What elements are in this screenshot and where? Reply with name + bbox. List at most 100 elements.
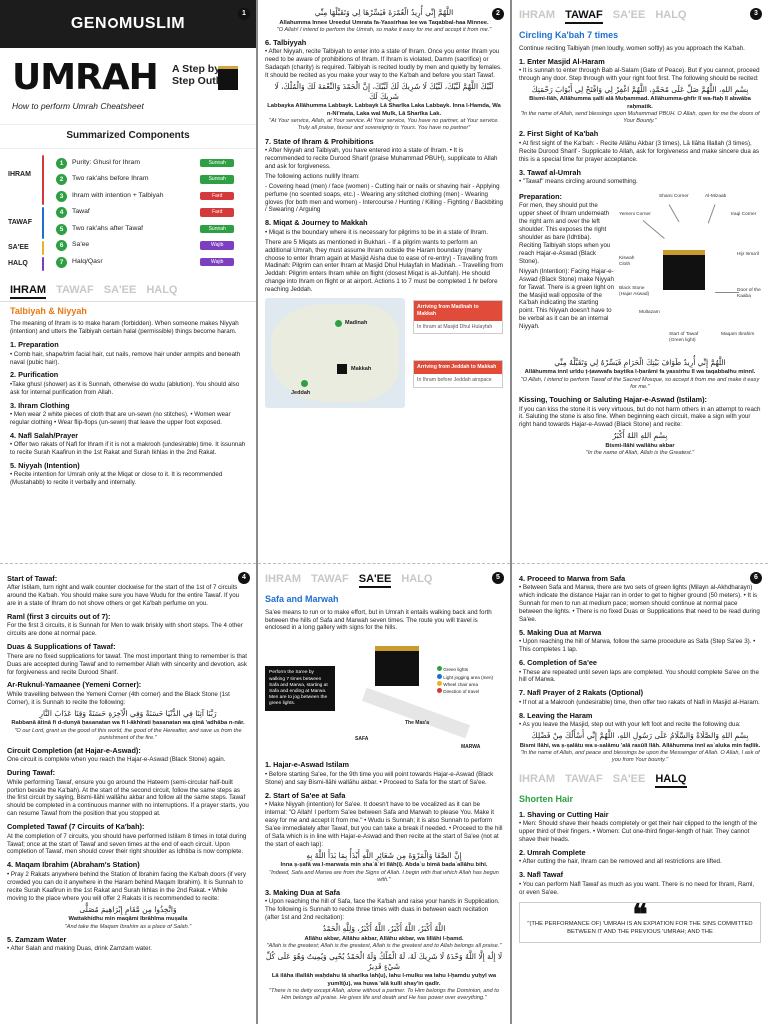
step-text: For men, they should put the upper sheet… (519, 202, 611, 265)
arabic-dua: بِسْمِ اللهِ، اللَّهُمَّ صَلِّ عَلَى مُح… (531, 84, 749, 94)
diagram-legend: Green lights Light jogging area (men) Wh… (437, 666, 493, 695)
transliteration: Bismi-llāh, Allāhumma ṣalli alā Muḥammad… (529, 96, 751, 110)
tab-saee[interactable]: SA'EE (358, 572, 392, 589)
panel-1: 1 GEN MUSLIM UMRAH A Step by Step Outlin… (0, 0, 256, 563)
step-text: • Offer two rakats of Nafl for Ihram if … (10, 441, 246, 457)
step-text: • Upon reaching the hill of Marwa, follo… (519, 638, 756, 654)
section-tabs: IHRAM TAWAF SA'EE HALQ (0, 279, 256, 302)
tab-tawaf[interactable]: TAWAF (565, 773, 603, 786)
status-badge: Fard (200, 191, 234, 201)
translation: "Allah is the greatest; Allah is the gre… (266, 943, 502, 950)
step-text: • Before starting Sa'ee, for the 9th tim… (265, 770, 494, 786)
tab-ihram[interactable]: IHRAM (265, 573, 302, 585)
diagram-caption: Perform the Sa'ee by walking 7 times bet… (265, 666, 335, 712)
transliteration: Bismi-llāhi wallāhu akbar (605, 442, 675, 449)
tab-tawaf[interactable]: TAWAF (56, 283, 94, 296)
status-badge: Sunnah (200, 224, 234, 234)
step-text: • Pray 2 Rakats anywhere behind the Stat… (7, 870, 246, 902)
legend-icon (437, 673, 442, 679)
brand-logo-icon (108, 18, 119, 28)
translation: "In the name of Allah, and peace and ble… (520, 749, 760, 764)
group-bar (42, 154, 44, 205)
step-text: Niyyah (Intention): Facing Hajar-e-Aswad… (519, 267, 615, 331)
arabic-dua: اللَّهُمَّ إِنِّي أُرِيدُ الْعُمْرَةَ فَ… (314, 8, 454, 17)
section-tabs: IHRAM TAWAF SA'EE HALQ (519, 6, 761, 26)
arabic-dua: لَا إِلَٰهَ إِلَّا اللَّهُ وَحْدَهُ لَا … (265, 952, 503, 971)
tab-halq[interactable]: HALQ (146, 283, 178, 296)
tab-ihram[interactable]: IHRAM (519, 9, 556, 21)
step-heading: 7. Nafl Prayer of 2 Rakats (Optional) (519, 688, 644, 698)
step-heading: Circuit Completion (at Hajar-e-Aswad): (7, 746, 141, 755)
panel-3: 3 IHRAM TAWAF SA'EE HALQ Circling Ka'bah… (512, 0, 768, 563)
arabic-dua: إِنَّ الصَّفَا وَالْمَرْوَةَ مِن شَعَائِ… (306, 850, 462, 860)
hadith-quote: ❝ "(THE PERFORMANCE OF) 'UMRAH IS AN EXP… (519, 898, 761, 944)
step-heading: 1. Enter Masjid Al-Haram (519, 56, 605, 66)
step-heading: 2. Start of Sa'ee at Safa (265, 790, 346, 800)
step-heading: Start of Tawaf: (7, 574, 58, 583)
section-tabs: IHRAM TAWAF SA'EE HALQ (519, 768, 761, 790)
step-heading: 3. Tawaf al-Umrah (519, 167, 581, 177)
arabic-dua: اللَّهُ أَكْبَرُ، اللَّهُ أَكْبَرُ، اللَ… (322, 924, 446, 934)
step-text: • You can perform Nafl Tawaf as much as … (519, 880, 755, 896)
step-text: There are no fixed supplications for taw… (7, 652, 247, 676)
transliteration: Lā ilāha illallāh waḥdahu lā sharīka lah… (271, 973, 497, 987)
panel-6: 6 4. Proceed to Marwa from Safa • Betwee… (512, 563, 768, 1024)
step-text: If you can kiss the stone it is very vir… (519, 405, 761, 429)
tab-saee[interactable]: SA'EE (612, 9, 646, 21)
section-title: Circling Ka'bah 7 times (519, 30, 619, 41)
tab-halq[interactable]: HALQ (655, 9, 687, 21)
page-subtitle: How to perform Umrah Cheatsheet (12, 101, 144, 111)
tab-ihram[interactable]: IHRAM (10, 283, 47, 299)
step-text: One circuit is complete when you reach t… (7, 756, 226, 764)
section-title: Safa and Marwah (265, 594, 339, 605)
kaaba-diagram: Shami Corner Al-Mizaab Yemeni Corner Ira… (619, 193, 761, 343)
tab-tawaf[interactable]: TAWAF (565, 8, 603, 25)
section-title: Talbiyah & Niyyah (10, 305, 87, 316)
step-text: • It is sunnah to enter through Bab al-S… (519, 66, 760, 82)
step-heading: Ar-Ruknul-Yamaanee (Yemeni Corner): (7, 680, 142, 690)
step-text: • Men wear 2 white pieces of cloth that … (10, 411, 231, 426)
step-heading: 5. Making Dua at Marwa (519, 628, 602, 638)
saee-diagram: Perform the Sa'ee by walking 7 times bet… (265, 636, 503, 757)
status-badge: Fard (200, 208, 234, 217)
tab-halq[interactable]: HALQ (655, 772, 687, 789)
group-label: IHRAM (8, 170, 31, 178)
group-label: HALQ (8, 259, 28, 267)
quote-icon: ❝ (632, 898, 648, 932)
map-label: Makkah (351, 366, 372, 373)
section-intro: Sa'ee means to run or to make effort, bu… (265, 608, 492, 632)
step-heading: 6. Talbiyyah (265, 38, 307, 48)
step-heading: 6. Completion of Sa'ee (519, 658, 597, 668)
step-text: • After Niyyah, recite Talbiyah to enter… (265, 48, 502, 80)
tab-saee[interactable]: SA'EE (612, 773, 646, 786)
step-heading: 5. Zamzam Water (7, 934, 67, 944)
tab-tawaf[interactable]: TAWAF (311, 573, 349, 585)
tab-ihram[interactable]: IHRAM (519, 773, 556, 786)
translation: "At Your service, Allah, at Your service… (269, 118, 499, 132)
step-heading: Kissing, Touching or Saluting Hajar-e-As… (519, 395, 707, 405)
transliteration: Allāhu akbar, Allāhu akbar, Allāhu akbar… (304, 935, 464, 942)
panel-4: 4 Start of Tawaf: After Istilam, turn ri… (0, 563, 256, 1024)
step-heading: 2. First Sight of Ka'bah (519, 129, 599, 139)
step-text: • If not at a Makrooh (undesirable) time… (519, 698, 760, 706)
info-card: Arriving from Madinah to Makkah In Ihram… (413, 300, 503, 335)
step-text: • "Tawaf" means circling around somethin… (519, 177, 638, 185)
step-text: • After Salah and making Duas, drink Zam… (7, 944, 152, 952)
page-number: 3 (750, 8, 762, 20)
group-bar (42, 206, 44, 239)
transliteration: Inna ṣ-ṣafā wa l-marwata min shaʿāʾiri l… (280, 862, 488, 869)
transliteration: Allahumma Innee Ureedul Umrata fa-Yassir… (279, 19, 489, 26)
kaaba-icon (663, 249, 705, 290)
group-label: SA'EE (8, 243, 29, 251)
tab-halq[interactable]: HALQ (401, 573, 433, 585)
step-heading: 8. Leaving the Haram (519, 710, 593, 720)
step-heading: 4. Nafl Salah/Prayer (10, 430, 79, 440)
map: Madinah Makkah Jeddah (265, 298, 405, 409)
step-text: There are 5 Miqats as mentioned in Bukha… (265, 238, 503, 294)
tab-saee[interactable]: SA'EE (103, 283, 137, 296)
kaaba-icon (218, 66, 238, 90)
